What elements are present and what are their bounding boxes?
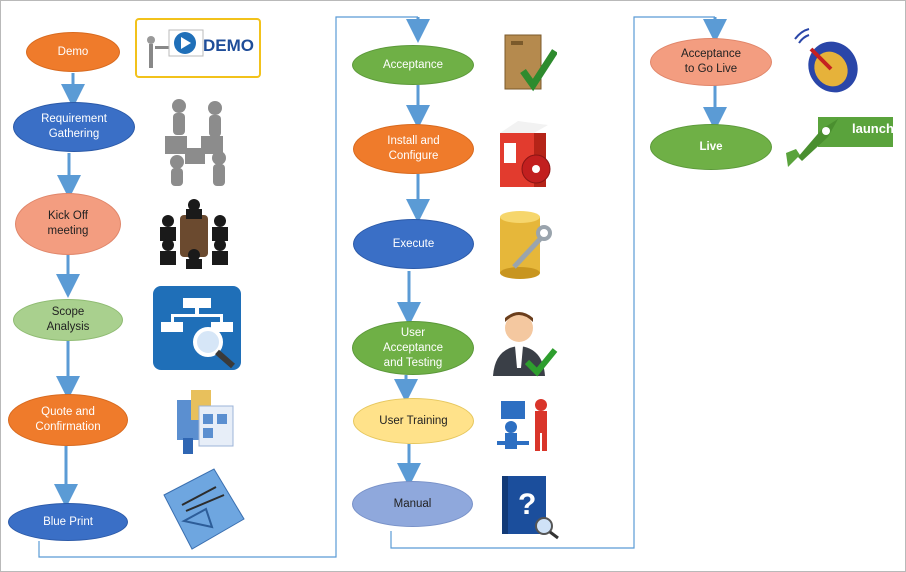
node-live: Live xyxy=(650,124,772,170)
node-blue-print: Blue Print xyxy=(8,503,128,541)
demo-logo-text: DEMO xyxy=(203,36,254,55)
blueprint-icon xyxy=(163,468,245,550)
node-blueprint-label: Blue Print xyxy=(43,515,93,528)
node-kick-off-meeting: Kick Off meeting xyxy=(15,193,121,255)
node-demo-label: Demo xyxy=(57,45,89,58)
node-kickoff-label: Kick Off meeting xyxy=(47,210,89,237)
node-training-label: User Training xyxy=(379,414,448,427)
sitemap-search-icon xyxy=(153,286,241,370)
node-uat-label: User Acceptance and Testing xyxy=(382,326,444,369)
node-user-training: User Training xyxy=(353,398,474,444)
node-user-acceptance-testing: User Acceptance and Testing xyxy=(352,321,474,375)
meeting-table-icon xyxy=(160,199,228,269)
node-quote-confirmation: Quote and Confirmation xyxy=(8,394,128,446)
node-scope-analysis: Scope Analysis xyxy=(13,299,123,341)
software-box-icon xyxy=(500,121,551,187)
svg-text:?: ? xyxy=(518,488,536,521)
node-quote-label: Quote and Confirmation xyxy=(35,406,101,433)
node-manual: Manual xyxy=(352,481,473,527)
node-acceptance-label: Acceptance xyxy=(382,58,444,71)
node-scope-label: Scope Analysis xyxy=(46,306,90,333)
node-acceptance-go-live: Acceptance to Go Live xyxy=(650,38,772,86)
node-execute-label: Execute xyxy=(392,237,435,250)
node-install-label: Install and Configure xyxy=(387,135,440,162)
node-acceptance: Acceptance xyxy=(352,45,474,85)
folder-check-icon xyxy=(504,34,557,92)
launch-rocket-icon: launch xyxy=(782,109,894,171)
help-manual-icon: ? xyxy=(502,476,559,540)
node-demo: Demo xyxy=(26,32,120,72)
node-golive-label: Acceptance to Go Live xyxy=(680,48,742,75)
training-icon xyxy=(497,399,547,451)
demo-presentation-icon: DEMO xyxy=(135,18,261,78)
satellite-dish-icon xyxy=(794,28,858,93)
node-requirement-gathering: Requirement Gathering xyxy=(13,102,135,152)
puzzle-team-icon xyxy=(165,99,226,186)
launch-label: launch xyxy=(852,121,894,136)
node-requirement-label: Requirement Gathering xyxy=(41,113,107,140)
documents-icon xyxy=(177,390,234,454)
node-install-configure: Install and Configure xyxy=(353,124,474,174)
database-wrench-icon xyxy=(500,211,552,279)
node-live-label: Live xyxy=(699,140,723,153)
user-check-icon xyxy=(493,312,558,377)
node-execute: Execute xyxy=(353,219,474,269)
node-manual-label: Manual xyxy=(393,497,432,510)
